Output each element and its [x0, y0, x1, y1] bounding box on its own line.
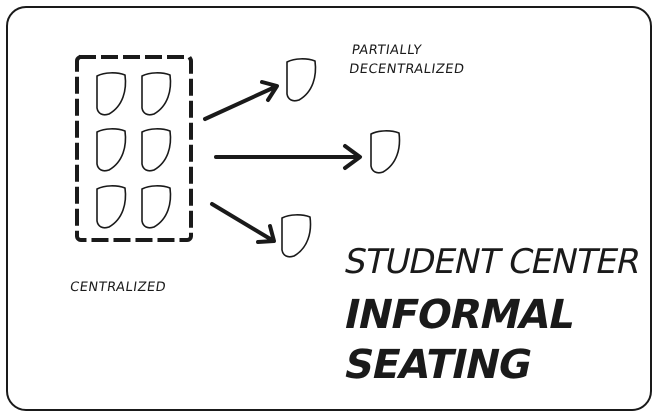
seat-icon — [142, 186, 170, 228]
arrow-icon — [216, 146, 360, 168]
title-line-2: INFORMAL — [341, 295, 578, 335]
seat-icon — [142, 73, 170, 115]
partially-label-line2: DECENTRALIZED — [348, 63, 465, 76]
centralized-seats — [97, 73, 170, 228]
seat-icon — [97, 186, 125, 228]
seat-icon — [371, 131, 399, 173]
centralized-boundary — [77, 57, 191, 240]
partially-label-line1: PARTIALLY — [351, 44, 468, 57]
seat-icon — [97, 73, 125, 115]
seat-icon — [97, 129, 125, 171]
centralized-label: CENTRALIZED — [69, 281, 167, 294]
arrow-icon — [212, 204, 274, 242]
partially-decentralized-label: PARTIALLY DECENTRALIZED — [347, 44, 468, 82]
seat-icon — [142, 129, 170, 171]
seat-icon — [287, 59, 315, 101]
seat-icon — [282, 215, 310, 257]
title-line-3: SEATING — [341, 345, 535, 385]
title-line-1: STUDENT CENTER — [341, 245, 643, 279]
arrow-icon — [205, 82, 277, 119]
